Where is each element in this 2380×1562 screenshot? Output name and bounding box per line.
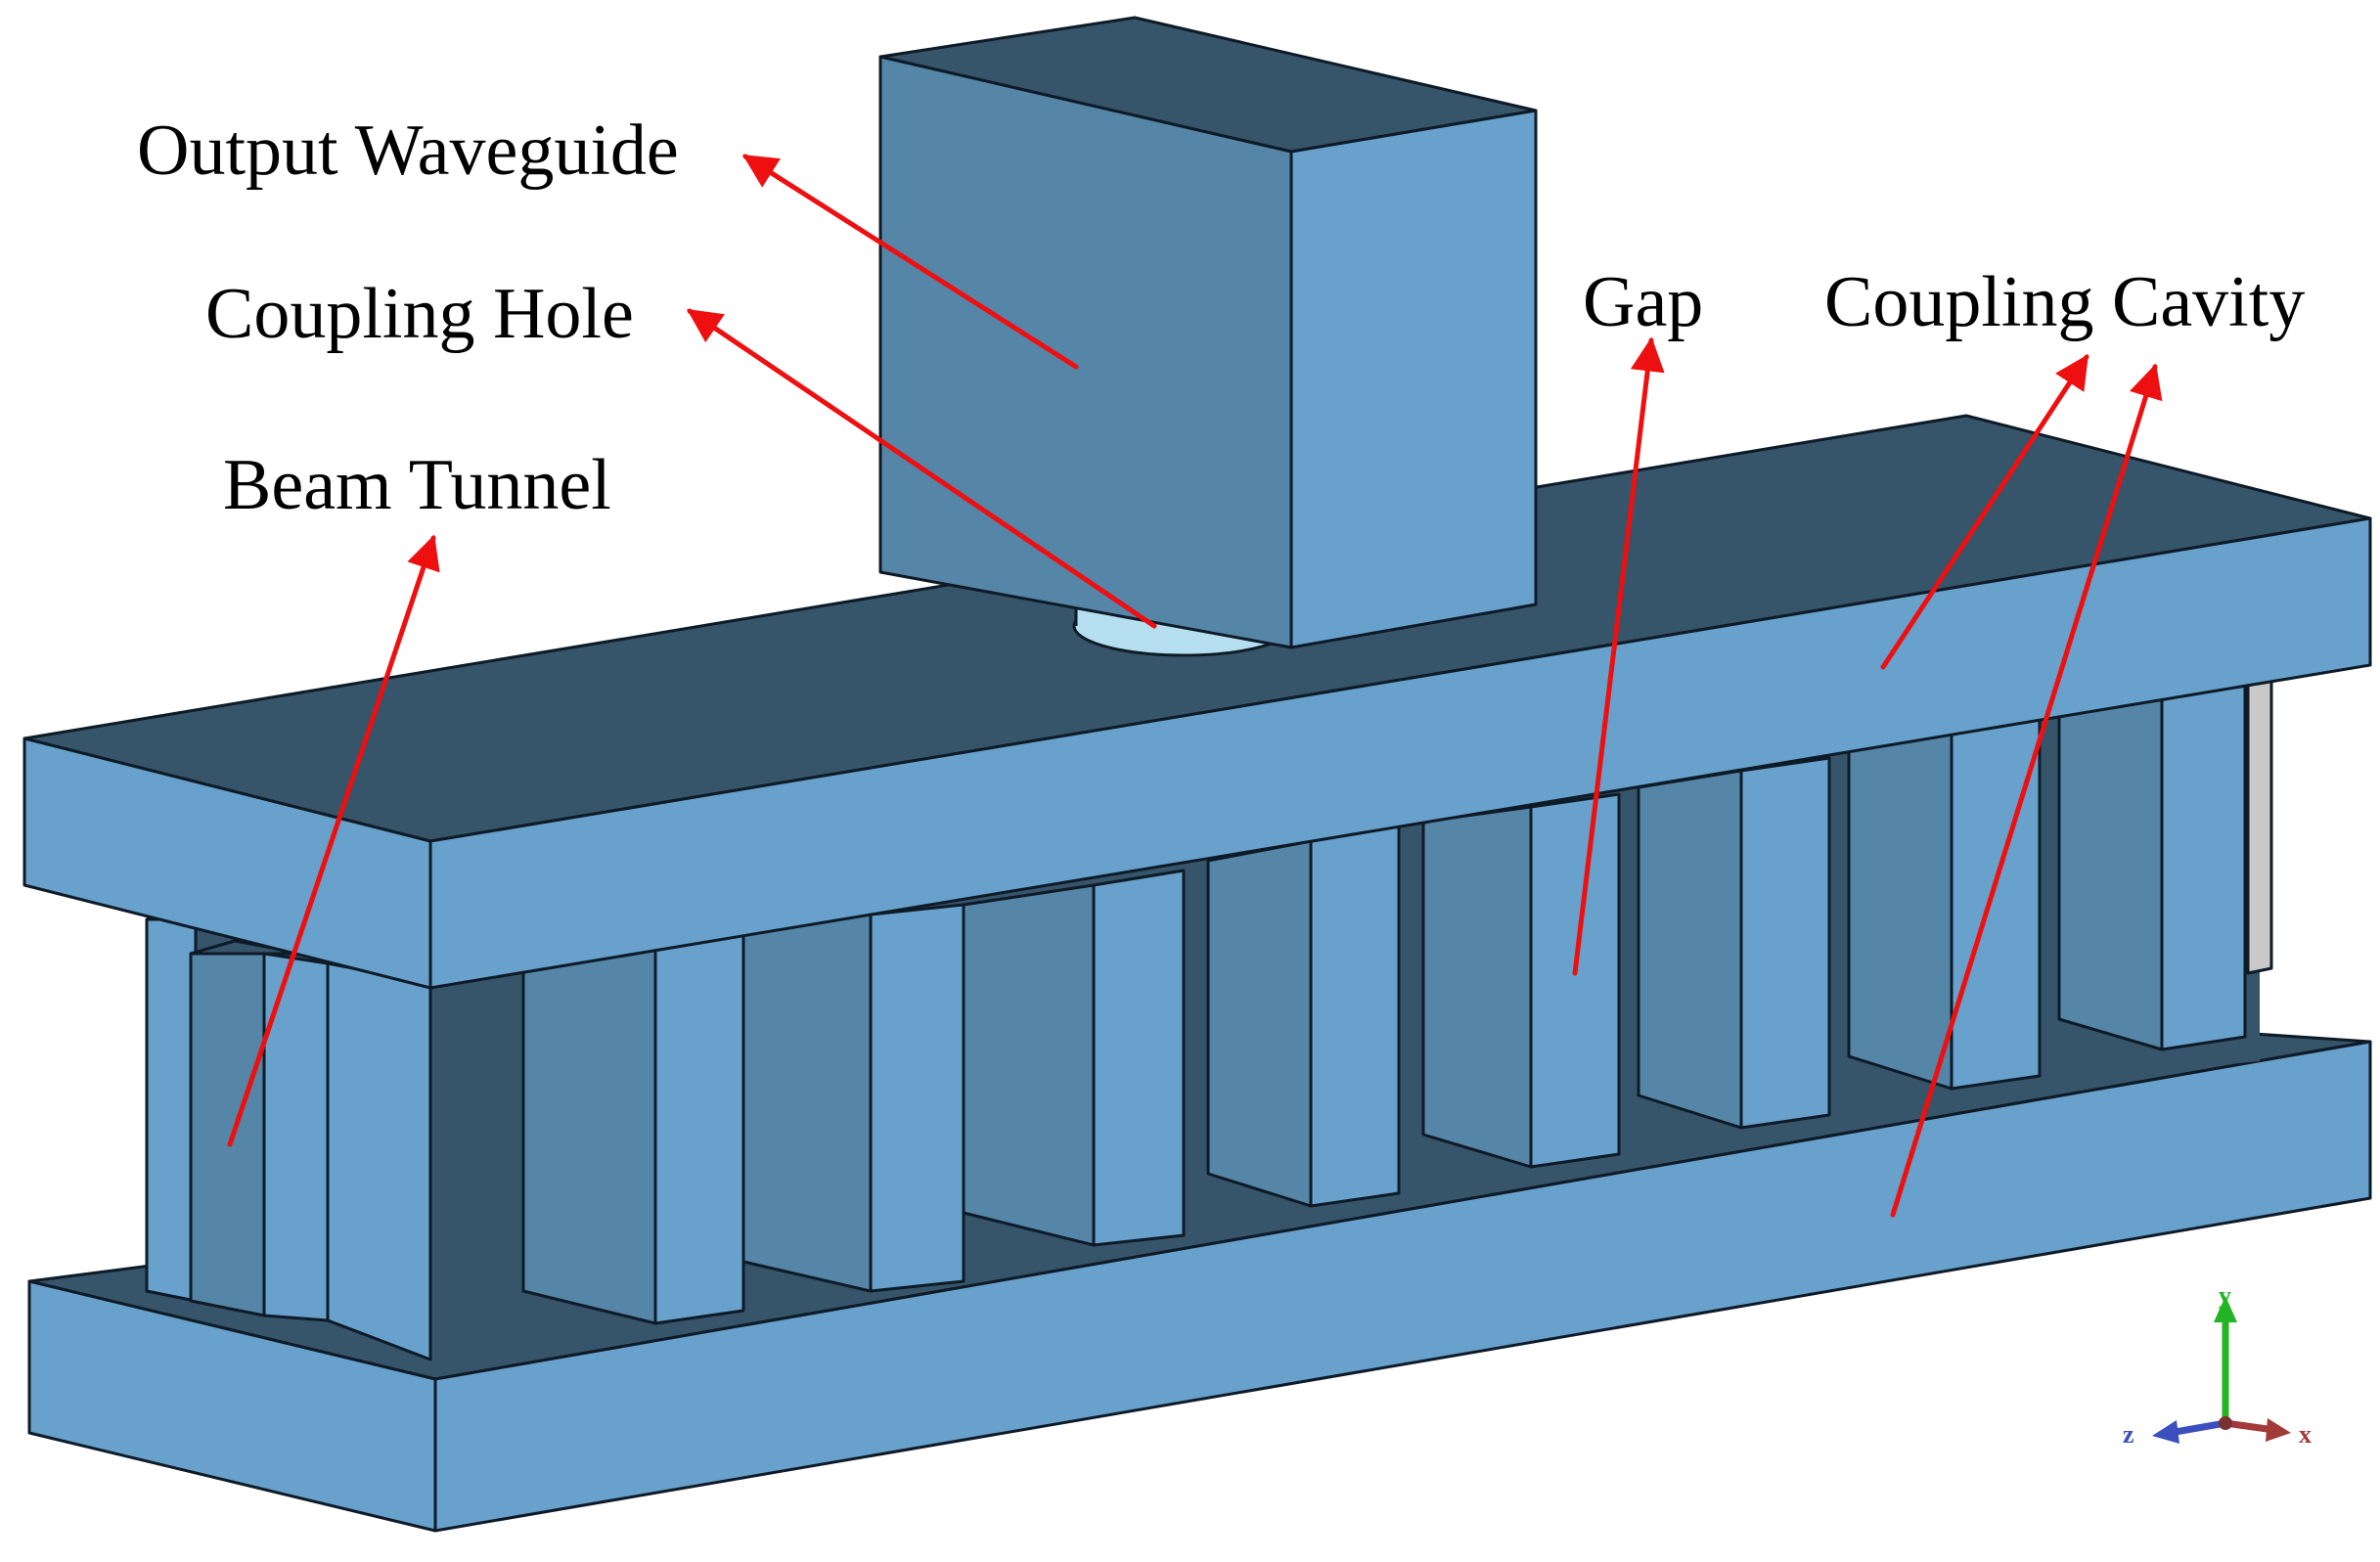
label-coupling-cavity: Coupling Cavity <box>1824 262 2305 342</box>
axis-x-line <box>2224 1419 2275 1434</box>
top-bar-front-face <box>428 516 2372 990</box>
axis-z-head <box>2152 1420 2179 1444</box>
arrow-coupling-hole <box>687 308 1157 629</box>
axis-z-label: z <box>2123 1420 2134 1449</box>
arrow-coupling-cavity-2 <box>1890 363 2163 1218</box>
vanes <box>145 669 2273 1361</box>
vane-6 <box>1637 756 1831 1130</box>
arrow-gap <box>1572 336 1665 976</box>
waveguide-front-face <box>1289 109 1538 649</box>
beam-tunnel-block <box>145 917 432 1361</box>
arrow-output-waveguide <box>742 154 1079 370</box>
back-plate-edge <box>2246 669 2273 975</box>
label-gap: Gap <box>1583 262 1703 342</box>
label-output-waveguide: Output Waveguide <box>137 111 679 191</box>
vane-1 <box>521 927 745 1325</box>
vane-8 <box>2057 673 2247 1051</box>
vane-5 <box>1421 792 1621 1169</box>
vane-2 <box>741 903 965 1293</box>
waveguide-left-face <box>878 55 1293 649</box>
output-waveguide <box>878 16 1538 649</box>
label-coupling-hole: Coupling Hole <box>205 274 634 354</box>
axis-x-head <box>2266 1418 2291 1442</box>
arrow-coupling-cavity-1 <box>1880 354 2089 670</box>
bottom-bar-front-face <box>433 1040 2372 1533</box>
axis-triad: y z x <box>2123 1281 2312 1449</box>
label-beam-tunnel: Beam Tunnel <box>223 445 611 525</box>
vane-3 <box>962 869 1186 1247</box>
arrow-beam-tunnel <box>227 534 440 1147</box>
axis-y-head <box>2214 1296 2237 1322</box>
axis-y-label: y <box>2219 1281 2231 1310</box>
vane-4 <box>1206 825 1401 1208</box>
vane-7 <box>1847 712 2042 1091</box>
axis-z-line <box>2169 1419 2226 1437</box>
axis-x-label: x <box>2299 1420 2312 1449</box>
